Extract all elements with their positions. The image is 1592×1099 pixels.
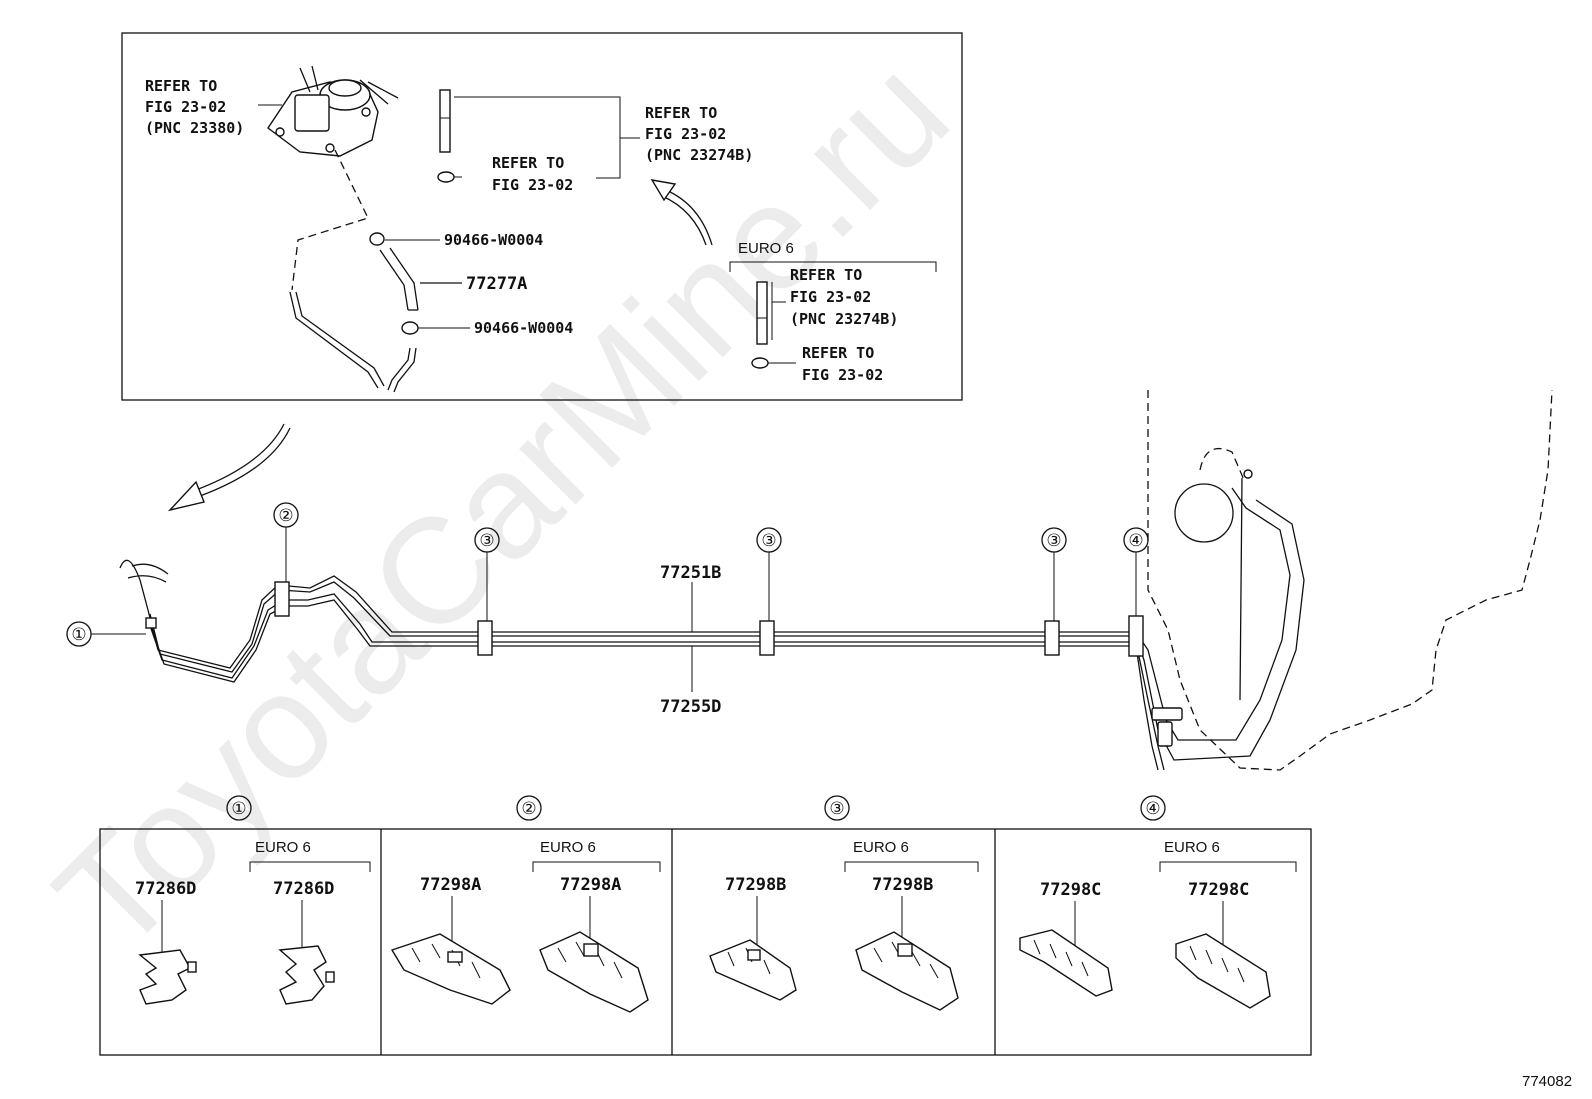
clamp-stub-icon [437, 171, 462, 183]
svg-text:④: ④ [1128, 531, 1143, 550]
clamp-bottom-part: 90466-W0004 [474, 319, 573, 337]
clamp-top-part: 90466-W0004 [444, 231, 543, 249]
svg-text:①: ① [71, 625, 86, 644]
clamp-group-4: ④ EURO 6 77298C 77298C [1019, 795, 1297, 1009]
pipe-upper-part: 77251B [660, 563, 721, 583]
clamp-icon [401, 321, 419, 335]
clamp-group-4-std-part: 77298C [1040, 880, 1101, 900]
pipe-stub-icon [439, 89, 451, 153]
clamp-77298b-euro6-icon [855, 931, 959, 1011]
clamp-group-3-std-part: 77298B [725, 875, 786, 895]
clamp-77286d-icon [138, 949, 197, 1005]
refer-pnc-23274b-line2: FIG 23-02 [645, 125, 726, 143]
inset-euro6-label: EURO 6 [738, 240, 794, 257]
euro6-refer-fig-line1: REFER TO [802, 344, 874, 362]
callout-3a: ③ [474, 527, 500, 621]
clamp-marker-3a [477, 620, 493, 656]
clamp-group-2-std-part: 77298A [420, 875, 481, 895]
clamp-marker-3b [759, 620, 775, 656]
clamp-marker-4 [1128, 615, 1144, 657]
refer-pnc-23380-line3: (PNC 23380) [145, 119, 244, 137]
clamp-77298c-icon [1019, 929, 1113, 997]
hose-77277a-icon [379, 247, 419, 311]
clamp-group-2-euro6-part: 77298A [560, 875, 621, 895]
refer-pnc-23380-line2: FIG 23-02 [145, 98, 226, 116]
refer-pnc-23274b-line1: REFER TO [645, 104, 717, 122]
inset-panel: REFER TO FIG 23-02 (PNC 23380) REFER TO … [121, 32, 963, 401]
callout-2: ② [273, 502, 299, 582]
refer-pnc-23274b-line3: (PNC 23274B) [645, 146, 753, 164]
clamp-group-4-euro6: EURO 6 [1164, 839, 1220, 856]
hose-part: 77277A [466, 274, 527, 294]
svg-text:③: ③ [1046, 531, 1061, 550]
clamp-77298c-euro6-icon [1175, 933, 1271, 1009]
arrow-down-left-icon [167, 423, 291, 512]
clamp-group-3-euro6-part: 77298B [872, 875, 933, 895]
clamp-group-3-euro6: EURO 6 [853, 839, 909, 856]
refer-fig-a-line2: FIG 23-02 [492, 176, 573, 194]
euro6-refer-fig-line2: FIG 23-02 [802, 366, 883, 384]
callout-3c: ③ [1041, 527, 1067, 621]
clamp-group-4-number: ④ [1145, 799, 1160, 818]
pipe-lower-part: 77255D [660, 697, 721, 717]
clamp-group-1: ① EURO 6 77286D 77286D [135, 795, 371, 1005]
clamp-77298b-icon [709, 939, 797, 1001]
clamp-marker-2 [274, 581, 290, 617]
pipe-stub-euro6-icon [756, 281, 768, 345]
svg-text:③: ③ [761, 531, 776, 550]
clamp-group-2-number: ② [521, 799, 536, 818]
clamp-group-3-number: ③ [829, 799, 844, 818]
clamp-77298a-icon [390, 933, 511, 1005]
filler-cap-icon [1174, 483, 1234, 543]
clamp-group-1-std-part: 77286D [135, 879, 196, 899]
figure-code: 774082 [1522, 1073, 1572, 1090]
refer-pnc-23380-line1: REFER TO [145, 77, 217, 95]
svg-text:②: ② [278, 506, 293, 525]
clamp-stub-euro6-icon [751, 357, 796, 369]
callout-3b: ③ [756, 527, 782, 621]
callout-1: ① [66, 621, 146, 647]
euro6-refer-pnc-line2: FIG 23-02 [790, 288, 871, 306]
refer-fig-a-line1: REFER TO [492, 154, 564, 172]
canister-icon [267, 65, 399, 157]
clamp-77286d-euro6-icon [278, 945, 335, 1005]
clamp-77298a-euro6-icon [539, 931, 649, 1013]
euro6-refer-pnc-line3: (PNC 23274B) [790, 310, 898, 328]
clamp-marker-1 [145, 617, 157, 629]
clamp-group-1-euro6-part: 77286D [273, 879, 334, 899]
clamp-groups-panel [99, 828, 1312, 1056]
pipe-assembly [119, 389, 1553, 771]
clamp-group-2: ② EURO 6 77298A 77298A [390, 795, 661, 1013]
clamp-group-3: ③ EURO 6 77298B 77298B [709, 795, 979, 1011]
euro6-refer-pnc-line1: REFER TO [790, 266, 862, 284]
clamp-group-1-euro6: EURO 6 [255, 839, 311, 856]
clamp-group-1-number: ① [231, 799, 246, 818]
arrow-up-icon [650, 179, 713, 246]
clamp-group-2-euro6: EURO 6 [540, 839, 596, 856]
clamp-marker-3c [1044, 620, 1060, 656]
svg-text:③: ③ [479, 531, 494, 550]
clamp-icon [369, 232, 385, 246]
clamp-group-4-euro6-part: 77298C [1188, 880, 1249, 900]
callout-4: ④ [1123, 527, 1149, 616]
